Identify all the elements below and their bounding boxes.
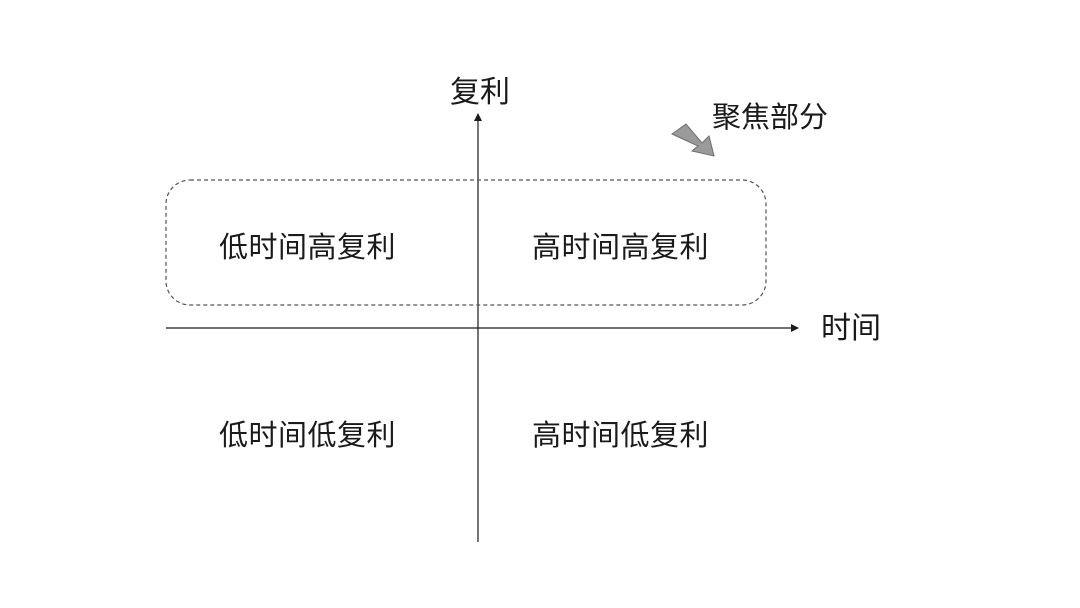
quadrant-bottom-right-label: 高时间低复利 <box>532 418 710 452</box>
quadrant-bottom-left-label: 低时间低复利 <box>219 418 397 452</box>
y-axis-label: 复利 <box>450 75 510 110</box>
quadrant-top-left-label: 低时间高复利 <box>219 230 397 264</box>
gray-arrow-icon <box>671 123 715 157</box>
x-axis-label: 时间 <box>821 311 881 346</box>
focus-label: 聚焦部分 <box>712 100 829 134</box>
quadrant-top-right-label: 高时间高复利 <box>532 230 710 264</box>
focus-dashed-box <box>165 179 767 306</box>
